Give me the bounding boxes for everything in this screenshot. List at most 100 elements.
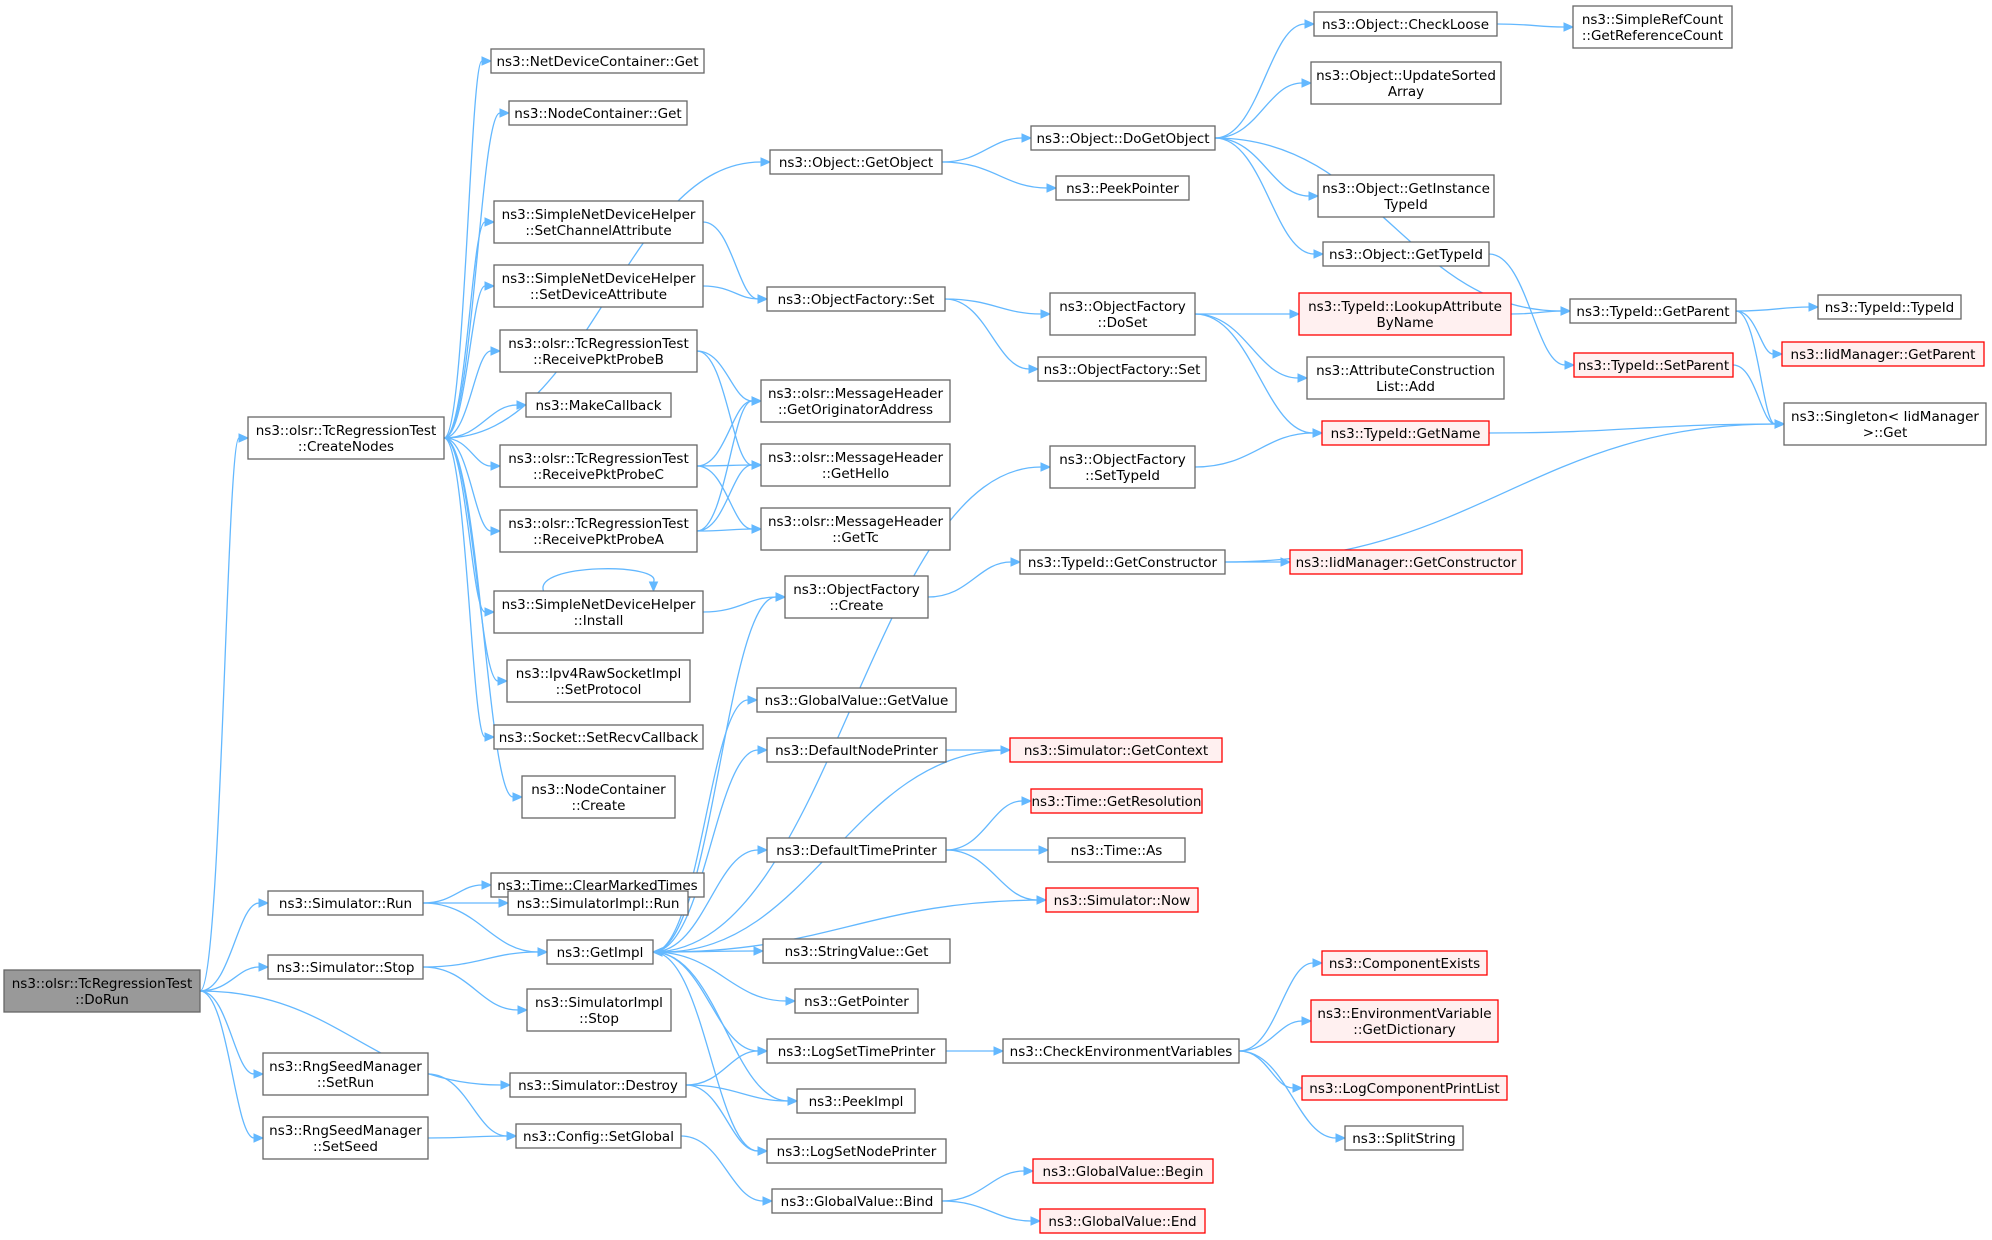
node-netDevGet[interactable]: ns3::NetDeviceContainer::Get <box>490 48 705 74</box>
edge-arrowhead <box>648 581 659 593</box>
node-objFactCreate[interactable]: ns3::ObjectFactory::Create <box>784 575 929 619</box>
node-iidGetParent[interactable]: ns3::IidManager::GetParent <box>1781 341 1985 367</box>
node-msgGetTc[interactable]: ns3::olsr::MessageHeader::GetTc <box>760 507 951 551</box>
node-objFactDoSet[interactable]: ns3::ObjectFactory::DoSet <box>1049 292 1196 336</box>
node-simDestroy[interactable]: ns3::Simulator::Destroy <box>509 1072 687 1098</box>
edge-line <box>652 749 759 953</box>
node-simGetContext[interactable]: ns3::Simulator::GetContext <box>1009 737 1223 763</box>
node-recvB[interactable]: ns3::olsr::TcRegressionTest::ReceivePktP… <box>499 329 698 373</box>
edge-getImpl-to-defTimePrinter <box>652 845 769 953</box>
node-objDoGetObject[interactable]: ns3::Object::DoGetObject <box>1030 125 1216 151</box>
node-doRun[interactable]: ns3::olsr::TcRegressionTest::DoRun <box>3 969 201 1013</box>
node-msgGetOrig[interactable]: ns3::olsr::MessageHeader::GetOriginatorA… <box>760 379 951 423</box>
node-recvC[interactable]: ns3::olsr::TcRegressionTest::ReceivePktP… <box>499 444 698 488</box>
edge-checkEnvVars-to-componentExists <box>1238 958 1324 1052</box>
node-componentExists[interactable]: ns3::ComponentExists <box>1321 950 1488 976</box>
edge-line <box>696 464 753 467</box>
node-tidTypeId[interactable]: ns3::TypeId::TypeId <box>1817 294 1962 320</box>
node-box <box>1310 61 1502 105</box>
node-nodeContGet[interactable]: ns3::NodeContainer::Get <box>508 100 688 126</box>
node-label: ns3::ObjectFactory::Set <box>778 292 935 308</box>
node-peekImpl[interactable]: ns3::PeekImpl <box>796 1088 916 1114</box>
edge-arrowhead <box>1292 1083 1304 1093</box>
node-splitString[interactable]: ns3::SplitString <box>1344 1125 1464 1151</box>
node-logSetTimePrinter[interactable]: ns3::LogSetTimePrinter <box>766 1038 947 1064</box>
edge-line <box>941 1170 1025 1202</box>
node-getPointer[interactable]: ns3::GetPointer <box>794 988 919 1014</box>
node-label: ns3::StringValue::Get <box>785 944 929 960</box>
node-box <box>507 890 689 916</box>
node-box <box>267 890 424 916</box>
node-objFactSet2[interactable]: ns3::ObjectFactory::Set <box>1037 356 1207 382</box>
node-checkEnvVars[interactable]: ns3::CheckEnvironmentVariables <box>1002 1038 1240 1064</box>
node-gvBind[interactable]: ns3::GlobalValue::Bind <box>771 1188 943 1214</box>
node-logCompPrintList[interactable]: ns3::LogComponentPrintList <box>1301 1075 1508 1101</box>
edge-line <box>199 990 502 1086</box>
node-objFactSet1[interactable]: ns3::ObjectFactory::Set <box>766 286 946 312</box>
node-gvEnd[interactable]: ns3::GlobalValue::End <box>1039 1208 1206 1234</box>
node-iidGetConstructor[interactable]: ns3::IidManager::GetConstructor <box>1289 549 1523 575</box>
node-tidSetParent[interactable]: ns3::TypeId::SetParent <box>1573 352 1734 378</box>
node-singletonGet[interactable]: ns3::Singleton< IidManager >::Get <box>1783 402 1987 446</box>
edge-arrowhead <box>1312 428 1324 438</box>
edge-line <box>443 285 486 439</box>
edge-line <box>1214 23 1306 139</box>
edge-doRun-to-simRun <box>199 898 270 992</box>
edge-createNodes-to-recvC <box>443 437 502 471</box>
edge-line <box>680 1135 764 1202</box>
node-setDeviceAttr[interactable]: ns3::SimpleNetDeviceHelper::SetDeviceAtt… <box>493 264 704 308</box>
node-gvGetValue[interactable]: ns3::GlobalValue::GetValue <box>756 687 957 713</box>
node-gvBegin[interactable]: ns3::GlobalValue::Begin <box>1032 1158 1214 1184</box>
node-objGetTypeId[interactable]: ns3::Object::GetTypeId <box>1322 241 1490 267</box>
node-setChannelAttr[interactable]: ns3::SimpleNetDeviceHelper::SetChannelAt… <box>493 200 704 244</box>
node-simStop[interactable]: ns3::Simulator::Stop <box>267 954 424 980</box>
edge-createNodes-to-setDeviceAttr <box>443 281 496 439</box>
node-defNodePrinter[interactable]: ns3::DefaultNodePrinter <box>766 737 947 763</box>
node-makeCallback[interactable]: ns3::MakeCallback <box>525 392 672 418</box>
node-simNow[interactable]: ns3::Simulator::Now <box>1045 887 1199 913</box>
node-recvA[interactable]: ns3::olsr::TcRegressionTest::ReceivePktP… <box>499 509 698 553</box>
node-nodeContCreate[interactable]: ns3::NodeContainer::Create <box>521 775 676 819</box>
node-logSetNodePrinter[interactable]: ns3::LogSetNodePrinter <box>766 1138 947 1164</box>
node-objGetObject[interactable]: ns3::Object::GetObject <box>769 149 943 175</box>
edge-arrowhead <box>253 1133 265 1143</box>
node-stringValueGet[interactable]: ns3::StringValue::Get <box>762 938 951 964</box>
edge-simNow-to-getImpl <box>651 899 1047 957</box>
node-msgGetHello[interactable]: ns3::olsr::MessageHeader::GetHello <box>760 443 951 487</box>
node-rngSetSeed[interactable]: ns3::RngSeedManager::SetSeed <box>262 1116 429 1160</box>
node-peekPointer[interactable]: ns3::PeekPointer <box>1055 175 1190 201</box>
node-cfgSetGlobal[interactable]: ns3::Config::SetGlobal <box>515 1123 682 1149</box>
node-install[interactable]: ns3::SimpleNetDeviceHelper::Install <box>493 590 704 634</box>
node-objFactSetTid[interactable]: ns3::ObjectFactory::SetTypeId <box>1049 445 1196 489</box>
edge-install-to-objFactCreate <box>702 592 787 613</box>
node-sockSetRecv[interactable]: ns3::Socket::SetRecvCallback <box>493 724 704 750</box>
edge-arrowhead <box>751 460 763 470</box>
node-timeAs[interactable]: ns3::Time::As <box>1047 837 1186 863</box>
node-tidGetParent[interactable]: ns3::TypeId::GetParent <box>1569 298 1737 324</box>
node-tidGetName[interactable]: ns3::TypeId::GetName <box>1321 420 1490 446</box>
node-rngSetRun[interactable]: ns3::RngSeedManager::SetRun <box>262 1052 429 1096</box>
node-getImpl[interactable]: ns3::GetImpl <box>546 939 654 965</box>
node-label: ::Stop <box>579 1011 619 1027</box>
node-createNodes[interactable]: ns3::olsr::TcRegressionTest::CreateNodes <box>247 416 445 460</box>
node-timeGetRes[interactable]: ns3::Time::GetResolution <box>1030 788 1203 814</box>
node-objCheckLoose[interactable]: ns3::Object::CheckLoose <box>1313 11 1498 37</box>
node-label: ::GetHello <box>822 466 889 482</box>
node-envVarGetDict[interactable]: ns3::EnvironmentVariable::GetDictionary <box>1310 999 1499 1043</box>
node-label: ns3::CheckEnvironmentVariables <box>1010 1044 1233 1060</box>
node-defTimePrinter[interactable]: ns3::DefaultTimePrinter <box>766 837 947 863</box>
node-label: ::SetRun <box>317 1075 374 1091</box>
edge-line <box>427 1073 508 1137</box>
node-ipv4SetProto[interactable]: ns3::Ipv4RawSocketImpl::SetProtocol <box>506 659 691 703</box>
node-simImplRun[interactable]: ns3::SimulatorImpl::Run <box>507 890 689 916</box>
node-tidGetConstructor[interactable]: ns3::TypeId::GetConstructor <box>1019 549 1226 575</box>
node-box <box>784 575 929 619</box>
node-simpleRefCount[interactable]: ns3::SimpleRefCount::GetReferenceCount <box>1572 5 1733 49</box>
node-simRun[interactable]: ns3::Simulator::Run <box>267 890 424 916</box>
node-box <box>796 1088 916 1114</box>
node-simImplStop[interactable]: ns3::SimulatorImpl::Stop <box>526 988 672 1032</box>
